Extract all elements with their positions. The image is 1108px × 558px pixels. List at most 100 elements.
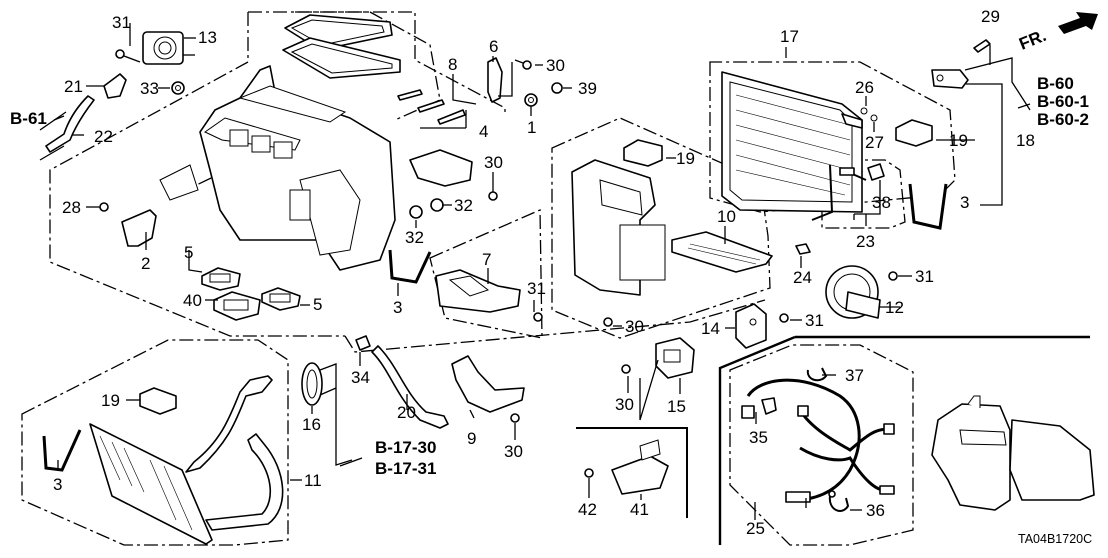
part-5-seal-a	[201, 267, 241, 291]
label-5b[interactable]: 5	[313, 295, 322, 314]
part-37-clip	[806, 367, 828, 382]
part-2-bracket	[121, 209, 157, 247]
label-9[interactable]: 9	[467, 429, 476, 448]
label-30e[interactable]: 30	[504, 442, 523, 461]
part-20-pipe	[371, 345, 449, 429]
label-25[interactable]: 25	[746, 519, 765, 538]
label-31d[interactable]: 31	[805, 311, 824, 330]
part-32-grommet-b	[409, 205, 423, 219]
label-5a[interactable]: 5	[184, 243, 193, 262]
part-labels: 31 13 21 33 22 28 2 5 40 5 8 4 6 30 39 1…	[53, 7, 1035, 538]
label-19c[interactable]: 19	[101, 391, 120, 410]
part-15-resistor	[655, 337, 695, 379]
label-1[interactable]: 1	[527, 118, 536, 137]
heater-case	[159, 65, 396, 271]
part-24-clip	[795, 243, 811, 255]
label-36[interactable]: 36	[866, 501, 885, 520]
label-18[interactable]: 18	[1016, 131, 1035, 150]
label-32a[interactable]: 32	[454, 196, 473, 215]
label-41[interactable]: 41	[630, 500, 649, 519]
label-31[interactable]: 31	[112, 13, 131, 32]
label-13[interactable]: 13	[198, 28, 217, 47]
diagram-code: TA04B1720C	[1018, 532, 1092, 546]
label-42[interactable]: 42	[578, 500, 597, 519]
label-24[interactable]: 24	[793, 268, 812, 287]
label-21[interactable]: 21	[64, 77, 83, 96]
label-3c[interactable]: 3	[53, 475, 62, 494]
label-20[interactable]: 20	[397, 403, 416, 422]
label-31c[interactable]: 31	[915, 267, 934, 286]
label-30c[interactable]: 30	[625, 317, 644, 336]
filter-outline	[295, 11, 441, 121]
parts	[42, 12, 1098, 545]
part-9-bracket	[451, 355, 525, 413]
part-3-clip-c	[42, 429, 82, 472]
heater-core-outline	[21, 339, 289, 546]
part-27-oring	[870, 114, 878, 122]
label-38[interactable]: 38	[872, 193, 891, 212]
part-7-actuator	[435, 269, 521, 313]
part-41-duct	[611, 439, 669, 495]
label-33[interactable]: 33	[140, 79, 159, 98]
part-12-motor	[825, 265, 881, 319]
part-39-nut	[551, 82, 563, 94]
part-5-seal-b	[261, 287, 301, 311]
part-6-link	[487, 57, 503, 103]
part-31-screw-a	[115, 49, 141, 63]
label-28[interactable]: 28	[62, 198, 81, 217]
label-29[interactable]: 29	[981, 7, 1000, 26]
label-3a[interactable]: 3	[393, 298, 402, 317]
label-30a[interactable]: 30	[546, 56, 565, 75]
label-17[interactable]: 17	[780, 27, 799, 46]
ref-b-60[interactable]: B-60	[1037, 74, 1074, 93]
label-23[interactable]: 23	[856, 232, 875, 251]
label-6[interactable]: 6	[489, 37, 498, 56]
part-13-motor	[142, 31, 195, 65]
label-39[interactable]: 39	[578, 79, 597, 98]
label-7[interactable]: 7	[482, 250, 491, 269]
part-34-clamp	[355, 335, 371, 351]
part-25-harness	[741, 378, 895, 503]
label-2[interactable]: 2	[141, 254, 150, 273]
label-19a[interactable]: 19	[676, 149, 695, 168]
evaporator-outline	[709, 61, 956, 213]
label-31b[interactable]: 31	[527, 279, 546, 298]
part-16-grommet	[301, 362, 323, 406]
label-3b[interactable]: 3	[960, 193, 969, 212]
label-4[interactable]: 4	[479, 122, 488, 141]
ref-b-17-31[interactable]: B-17-31	[375, 459, 436, 478]
location-view-unit	[931, 395, 1095, 511]
label-30d[interactable]: 30	[615, 395, 634, 414]
label-35[interactable]: 35	[749, 428, 768, 447]
part-32-grommet-a	[430, 198, 444, 212]
label-32b[interactable]: 32	[405, 228, 424, 247]
label-8[interactable]: 8	[448, 55, 457, 74]
label-10[interactable]: 10	[717, 207, 736, 226]
label-30b[interactable]: 30	[484, 153, 503, 172]
label-11[interactable]: 11	[304, 471, 322, 490]
part-bracket-mid	[409, 149, 473, 187]
harness-outline	[729, 344, 914, 546]
part-28-screw	[99, 202, 109, 212]
label-27[interactable]: 27	[865, 133, 884, 152]
part-31-screw-d	[779, 313, 789, 323]
part-38-sensor	[867, 163, 885, 181]
label-22[interactable]: 22	[94, 127, 113, 146]
part-expansion-valve	[931, 69, 969, 89]
ref-b-17-30[interactable]: B-17-30	[375, 438, 436, 457]
label-15[interactable]: 15	[667, 397, 686, 416]
ref-b-61[interactable]: B-61	[10, 109, 47, 128]
label-16[interactable]: 16	[302, 415, 321, 434]
ref-b-60-2[interactable]: B-60-2	[1037, 110, 1089, 129]
label-19b[interactable]: 19	[949, 131, 968, 150]
label-34[interactable]: 34	[351, 368, 370, 387]
label-14[interactable]: 14	[701, 319, 720, 338]
label-37[interactable]: 37	[845, 366, 864, 385]
label-26[interactable]: 26	[855, 78, 874, 97]
label-40[interactable]: 40	[183, 291, 202, 310]
label-12[interactable]: 12	[885, 298, 904, 317]
evaporator-inner-outline	[821, 159, 906, 229]
part-23-sensor-wire	[811, 164, 867, 221]
part-19-filter-b	[895, 119, 933, 147]
ref-b-60-1[interactable]: B-60-1	[1037, 92, 1089, 111]
